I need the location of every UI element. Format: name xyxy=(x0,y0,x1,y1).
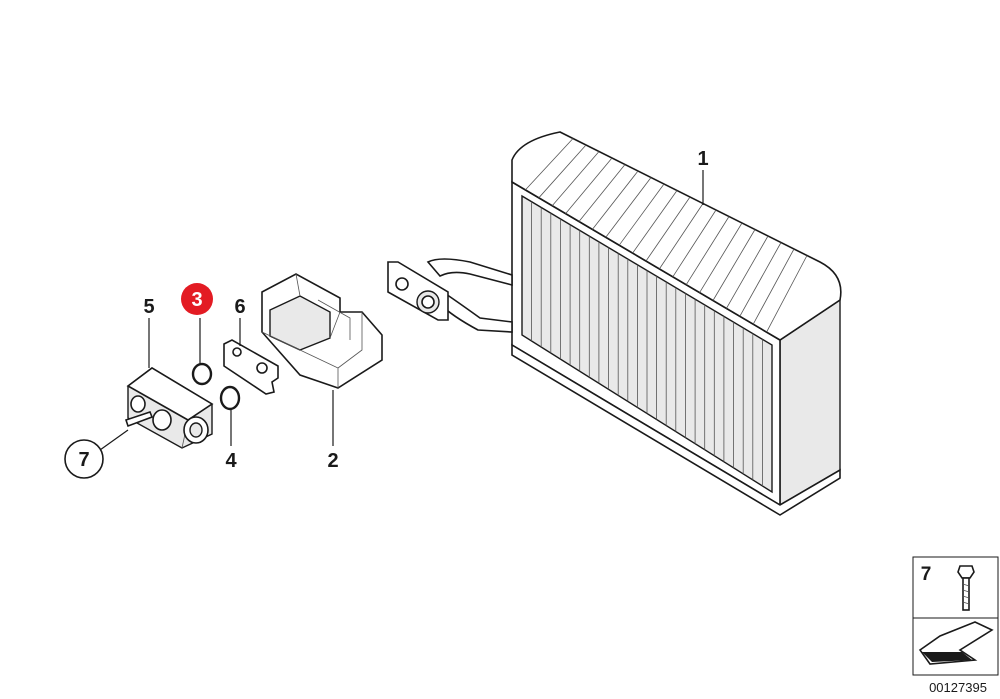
o-ring-upper-illustration[interactable] xyxy=(191,362,213,386)
evaporator-fin-ridges xyxy=(525,138,808,333)
evaporator-illustration[interactable] xyxy=(511,131,842,516)
callout-1[interactable]: 1 xyxy=(697,148,708,170)
housing-illustration[interactable] xyxy=(261,273,383,389)
callout-5[interactable]: 5 xyxy=(143,296,154,318)
evaporator-core-lines xyxy=(531,201,763,486)
diagram-id: 00127395 xyxy=(929,680,987,695)
legend-box: 7 xyxy=(912,556,999,676)
arrow-icon xyxy=(918,621,994,665)
callout-2[interactable]: 2 xyxy=(327,450,338,472)
evaporator-flange xyxy=(387,261,449,321)
callout-7-circled[interactable]: 7 xyxy=(64,439,104,479)
o-ring-lower-illustration[interactable] xyxy=(219,385,241,411)
screw-icon xyxy=(957,565,975,611)
callout-7[interactable]: 7 xyxy=(78,449,89,471)
expansion-valve-illustration[interactable] xyxy=(124,367,214,449)
callout-3-highlighted[interactable]: 3 xyxy=(181,283,213,315)
refrigerant-pipes xyxy=(426,258,513,333)
callout-3[interactable]: 3 xyxy=(191,289,202,311)
gasket-illustration[interactable] xyxy=(223,339,279,395)
legend-item-number: 7 xyxy=(921,564,932,585)
leader-lines xyxy=(99,170,704,451)
callout-4[interactable]: 4 xyxy=(225,450,237,472)
callout-6[interactable]: 6 xyxy=(234,296,245,318)
